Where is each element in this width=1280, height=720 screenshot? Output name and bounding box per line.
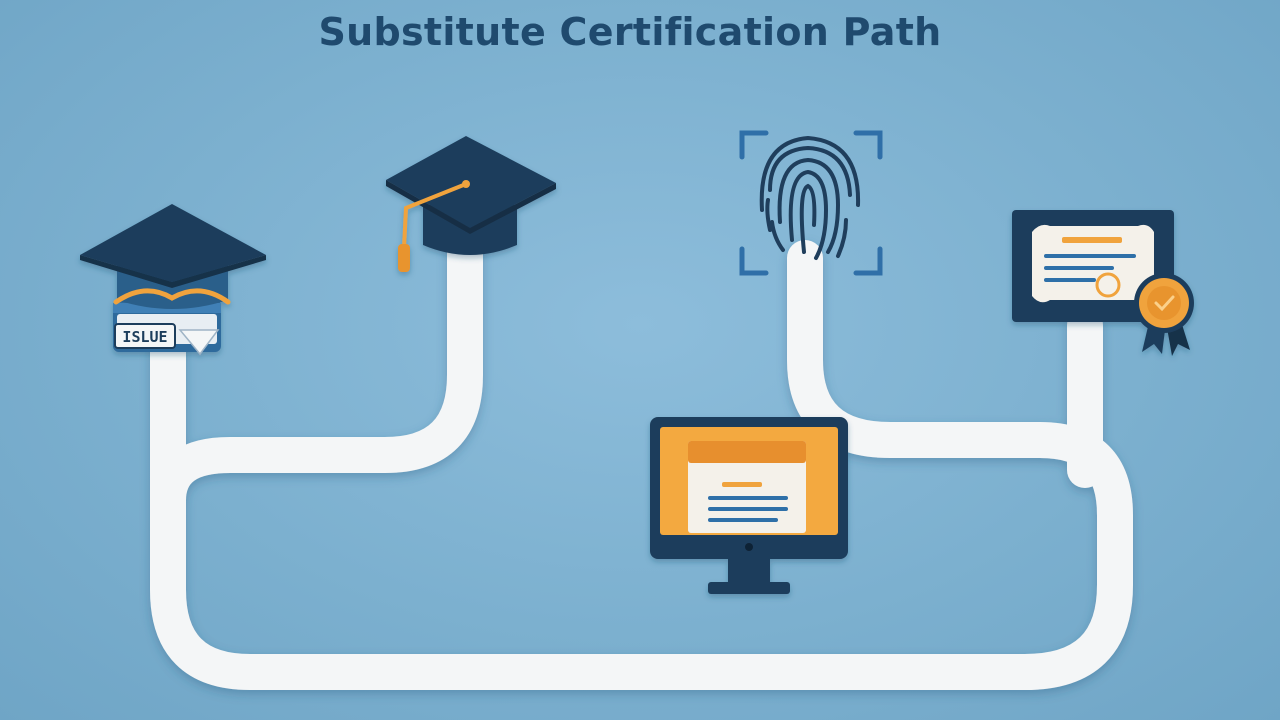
book-tag-text: ISLUE — [122, 328, 167, 346]
monitor-power-dot — [745, 543, 753, 551]
certificate-seal — [1095, 272, 1121, 298]
certificate-line-3 — [1044, 278, 1096, 282]
monitor-line-4 — [708, 518, 778, 522]
monitor-base — [708, 582, 790, 594]
monitor-line-3 — [708, 507, 788, 511]
cap-band — [113, 288, 231, 305]
monitor-window-bar — [688, 441, 806, 463]
mortar-board — [386, 136, 556, 228]
certificate-line-1 — [1044, 254, 1136, 258]
fingerprint-scan-icon — [739, 130, 883, 276]
fingerprint-ridges — [759, 135, 861, 260]
monitor-line-2 — [708, 496, 788, 500]
book-corner — [178, 329, 220, 356]
certificate-paper — [1032, 224, 1154, 303]
tassel-cord — [402, 182, 468, 250]
path-branch-left — [150, 232, 483, 518]
book-tag — [114, 323, 176, 349]
certificate-line-2 — [1044, 266, 1114, 270]
medal-check — [1154, 295, 1175, 312]
computer-monitor-icon — [650, 417, 848, 594]
cap-board — [80, 204, 266, 282]
monitor-neck — [728, 559, 770, 585]
scan-brackets — [739, 130, 883, 276]
certificate-heading-line — [1062, 237, 1122, 243]
monitor-line-1 — [722, 482, 762, 487]
mortarboard-tassel-icon — [386, 136, 556, 272]
medal-center — [1147, 286, 1181, 320]
graduation-cap-icon: ISLUE — [80, 204, 266, 356]
tassel-end — [398, 244, 410, 272]
certificate-award-icon — [1012, 210, 1194, 356]
winding-path — [150, 232, 1133, 690]
diagram-title: Substitute Certification Path — [318, 10, 942, 54]
